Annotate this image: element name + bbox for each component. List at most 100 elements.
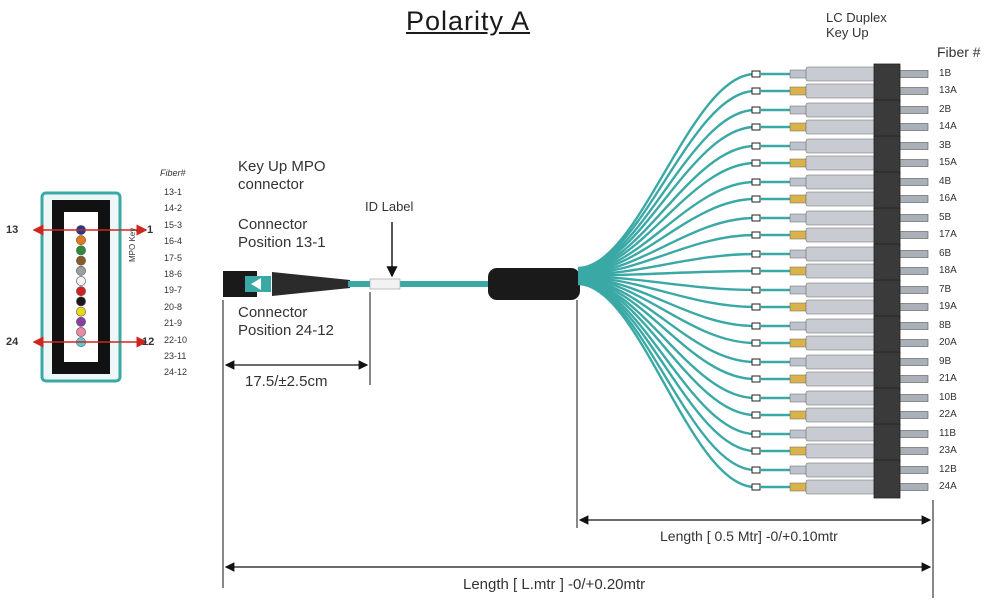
lc-connector-caption: LC Duplex Key Up bbox=[826, 10, 887, 40]
lc-connector bbox=[751, 155, 929, 171]
fan-out-fiber bbox=[577, 161, 756, 273]
duplex-clip bbox=[873, 351, 901, 391]
pin-24-label: 24 bbox=[6, 336, 19, 348]
fan-out-fiber bbox=[577, 252, 756, 277]
fan-out-fiber bbox=[577, 269, 756, 277]
mpo-fiber-dot bbox=[76, 276, 86, 286]
pin-13-label: 13 bbox=[6, 224, 19, 236]
lc-connector bbox=[751, 371, 929, 387]
fiber-pair-label: 15-3 bbox=[164, 219, 183, 230]
fan-out-fiber bbox=[577, 180, 756, 274]
lc-connector bbox=[751, 354, 929, 370]
lc-connector bbox=[751, 318, 929, 334]
dimension-lines bbox=[222, 292, 934, 598]
fiber-pair-label: 20-8 bbox=[164, 301, 183, 312]
fiber-label: 19A bbox=[939, 301, 957, 312]
pin-12-label: 12 bbox=[142, 336, 155, 348]
duplex-clip bbox=[873, 99, 901, 139]
fan-out-fiber bbox=[577, 233, 756, 276]
fiber-label: 12B bbox=[939, 464, 957, 475]
fiber-label: 6B bbox=[939, 248, 952, 259]
diagram-title: Polarity A bbox=[406, 6, 531, 36]
fiber-pair-label: 24-12 bbox=[164, 367, 188, 378]
lc-connectors bbox=[751, 63, 929, 499]
fiber-label: 5B bbox=[939, 212, 952, 223]
duplex-clip bbox=[873, 279, 901, 319]
id-label-text: ID Label bbox=[365, 199, 414, 214]
mpo-fiber-dot bbox=[76, 296, 86, 307]
mpo-end-face bbox=[32, 191, 148, 383]
fiber-label: 18A bbox=[939, 265, 957, 276]
lc-connector bbox=[751, 462, 929, 478]
fan-out-fiber bbox=[577, 125, 756, 272]
total-length-label: Length [ L.mtr ] -0/+0.20mtr bbox=[463, 576, 646, 593]
duplex-clip bbox=[873, 135, 901, 175]
duplex-clip bbox=[873, 459, 901, 499]
fiber-pair-label: 19-7 bbox=[164, 285, 183, 296]
fan-out-fibers bbox=[577, 72, 756, 489]
fiber-pair-label: 13-1 bbox=[164, 187, 183, 197]
lc-connector bbox=[751, 138, 929, 154]
fiber-label: 4B bbox=[939, 176, 952, 187]
fiber-label: 21A bbox=[939, 373, 957, 384]
fan-out-fiber bbox=[577, 216, 756, 275]
breakout-boot bbox=[488, 268, 580, 300]
fiber-pair-label: 22-10 bbox=[164, 334, 188, 345]
pin-1-label: 1 bbox=[147, 224, 154, 236]
lc-connector bbox=[751, 66, 929, 82]
duplex-clip bbox=[873, 315, 901, 355]
fiber-pair-label: 23-11 bbox=[164, 351, 187, 361]
fiber-label: 3B bbox=[939, 140, 952, 151]
fan-out-fiber bbox=[577, 280, 756, 417]
mpo-fiber-dot bbox=[76, 327, 86, 337]
fan-out-fiber bbox=[577, 277, 756, 345]
mpo-fiber-dot bbox=[76, 265, 86, 276]
fiber-pair-label: 16-4 bbox=[164, 236, 183, 247]
fiber-pair-label: 14-2 bbox=[164, 203, 183, 214]
fiber-label: 15A bbox=[939, 157, 957, 168]
fan-out-fiber bbox=[577, 275, 756, 309]
fiber-pairs-header: Fiber# bbox=[160, 168, 186, 178]
fiber-label: 8B bbox=[939, 320, 952, 331]
connector-position-top: Connector Position 13-1 bbox=[238, 216, 363, 252]
breakout-length-label: Length [ 0.5 Mtr] -0/+0.10mtr bbox=[660, 528, 838, 544]
fan-out-fiber bbox=[577, 72, 756, 270]
fiber-label: 9B bbox=[939, 356, 952, 367]
lc-caption-line1: LC Duplex bbox=[826, 10, 887, 25]
fan-out-fiber bbox=[577, 276, 756, 328]
mpo-fiber-dot bbox=[76, 286, 86, 297]
mpo-caption: Key Up MPO connector bbox=[238, 158, 358, 194]
fiber-label: 11B bbox=[939, 428, 957, 439]
fan-out-fiber bbox=[577, 277, 756, 364]
lc-connector bbox=[751, 443, 929, 459]
fiber-pair-label: 21-9 bbox=[164, 318, 183, 329]
fan-out-fiber bbox=[577, 282, 756, 489]
lc-connector bbox=[751, 102, 929, 118]
mpo-fiber-dot bbox=[76, 306, 86, 317]
mpo-caption-line2: connector bbox=[238, 176, 304, 193]
fiber-label: 20A bbox=[939, 337, 957, 348]
position-top-line1: Connector bbox=[238, 216, 308, 233]
fiber-label: 2B bbox=[939, 104, 952, 115]
mpo-fiber-dot bbox=[76, 245, 86, 256]
fan-out-fiber bbox=[577, 197, 756, 275]
mpo-connector bbox=[223, 271, 350, 297]
fan-out-fiber bbox=[577, 144, 756, 272]
duplex-clip bbox=[873, 387, 901, 427]
fiber-label: 7B bbox=[939, 284, 952, 295]
duplex-clip bbox=[873, 63, 901, 103]
fan-out-fiber bbox=[577, 108, 756, 271]
fiber-label: 23A bbox=[939, 445, 957, 456]
lc-connector bbox=[751, 335, 929, 351]
lc-connector bbox=[751, 227, 929, 243]
fan-out-fiber bbox=[577, 89, 756, 270]
fiber-pair-label: 17-5 bbox=[164, 252, 183, 263]
mpo-key-label: MPO Key bbox=[128, 227, 137, 262]
lc-connector bbox=[751, 119, 929, 135]
fiber-label: 1B bbox=[939, 68, 952, 79]
mpo-caption-line1: Key Up MPO bbox=[238, 158, 326, 175]
duplex-clip bbox=[873, 423, 901, 463]
duplex-clip bbox=[873, 171, 901, 211]
position-top-line2: Position 13-1 bbox=[238, 234, 326, 251]
